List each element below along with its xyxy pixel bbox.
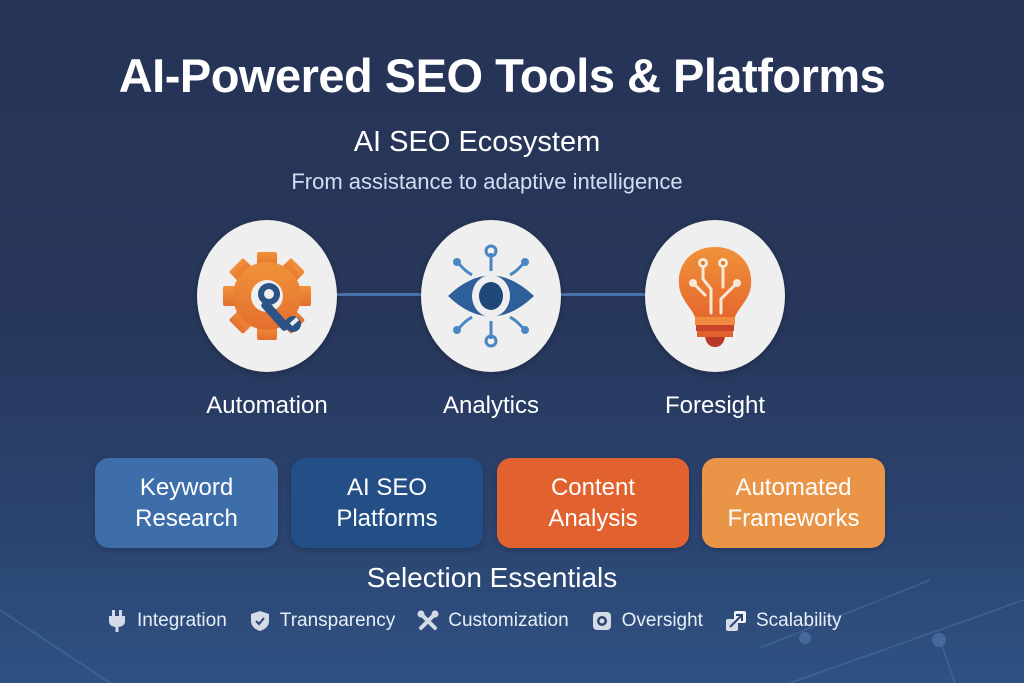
section-subtitle: AI SEO Ecosystem: [353, 126, 601, 158]
pillar-label: Foresight: [664, 392, 766, 419]
pillar-foresight: Foresight: [625, 220, 805, 420]
essential-label: Oversight: [621, 610, 703, 631]
tools-icon: [417, 610, 439, 632]
essentials-list: Integration Transparency Customization: [106, 606, 864, 636]
pillar-icon-circle: [197, 220, 337, 372]
category-ai-seo-platforms: AI SEO Platforms: [291, 458, 483, 548]
essential-label: Scalability: [755, 610, 842, 631]
category-label-line2: Research: [135, 505, 238, 532]
pillar-icon-circle: [645, 220, 785, 372]
essential-transparency: Transparency: [249, 610, 395, 632]
essential-customization: Customization: [417, 610, 569, 632]
essential-label: Integration: [137, 610, 227, 631]
category-automated-frameworks: Automated Frameworks: [702, 458, 885, 548]
essential-scalability: Scalability: [725, 610, 842, 632]
essential-label: Transparency: [279, 610, 396, 631]
tagline: From assistance to adaptive intelligence: [291, 169, 683, 194]
camera-icon: [591, 610, 613, 632]
category-label-line1: AI SEO: [346, 474, 427, 501]
shield-check-icon: [249, 610, 271, 632]
category-content-analysis: Content Analysis: [497, 458, 689, 548]
connector-line: [558, 293, 648, 296]
category-label-line1: Keyword: [139, 474, 234, 501]
pillar-analytics: Analytics: [401, 220, 581, 420]
category-label-line1: Automated: [735, 474, 852, 501]
lightbulb-circuit-icon: [678, 247, 752, 347]
essential-integration: Integration: [106, 610, 227, 632]
category-label-line2: Platforms: [336, 505, 438, 532]
category-keyword-research: Keyword Research: [95, 458, 278, 548]
essential-label: Customization: [448, 610, 569, 631]
page-title: AI-Powered SEO Tools & Platforms: [118, 49, 886, 102]
gear-wrench-icon: [223, 252, 311, 340]
essentials-title: Selection Essentials: [366, 562, 618, 593]
essential-oversight: Oversight: [591, 610, 703, 632]
scale-arrow-icon: [725, 610, 747, 632]
category-label-line2: Analysis: [548, 505, 638, 532]
pillar-automation: Automation: [177, 220, 357, 420]
category-label-line1: Content: [550, 474, 636, 501]
pillar-label: Automation: [206, 392, 328, 419]
pillar-label: Analytics: [442, 392, 540, 419]
plug-icon: [106, 610, 128, 632]
pillar-icon-circle: [421, 220, 561, 372]
eye-network-icon: [448, 244, 534, 348]
connector-line: [335, 293, 425, 296]
category-label-line2: Frameworks: [727, 505, 860, 532]
